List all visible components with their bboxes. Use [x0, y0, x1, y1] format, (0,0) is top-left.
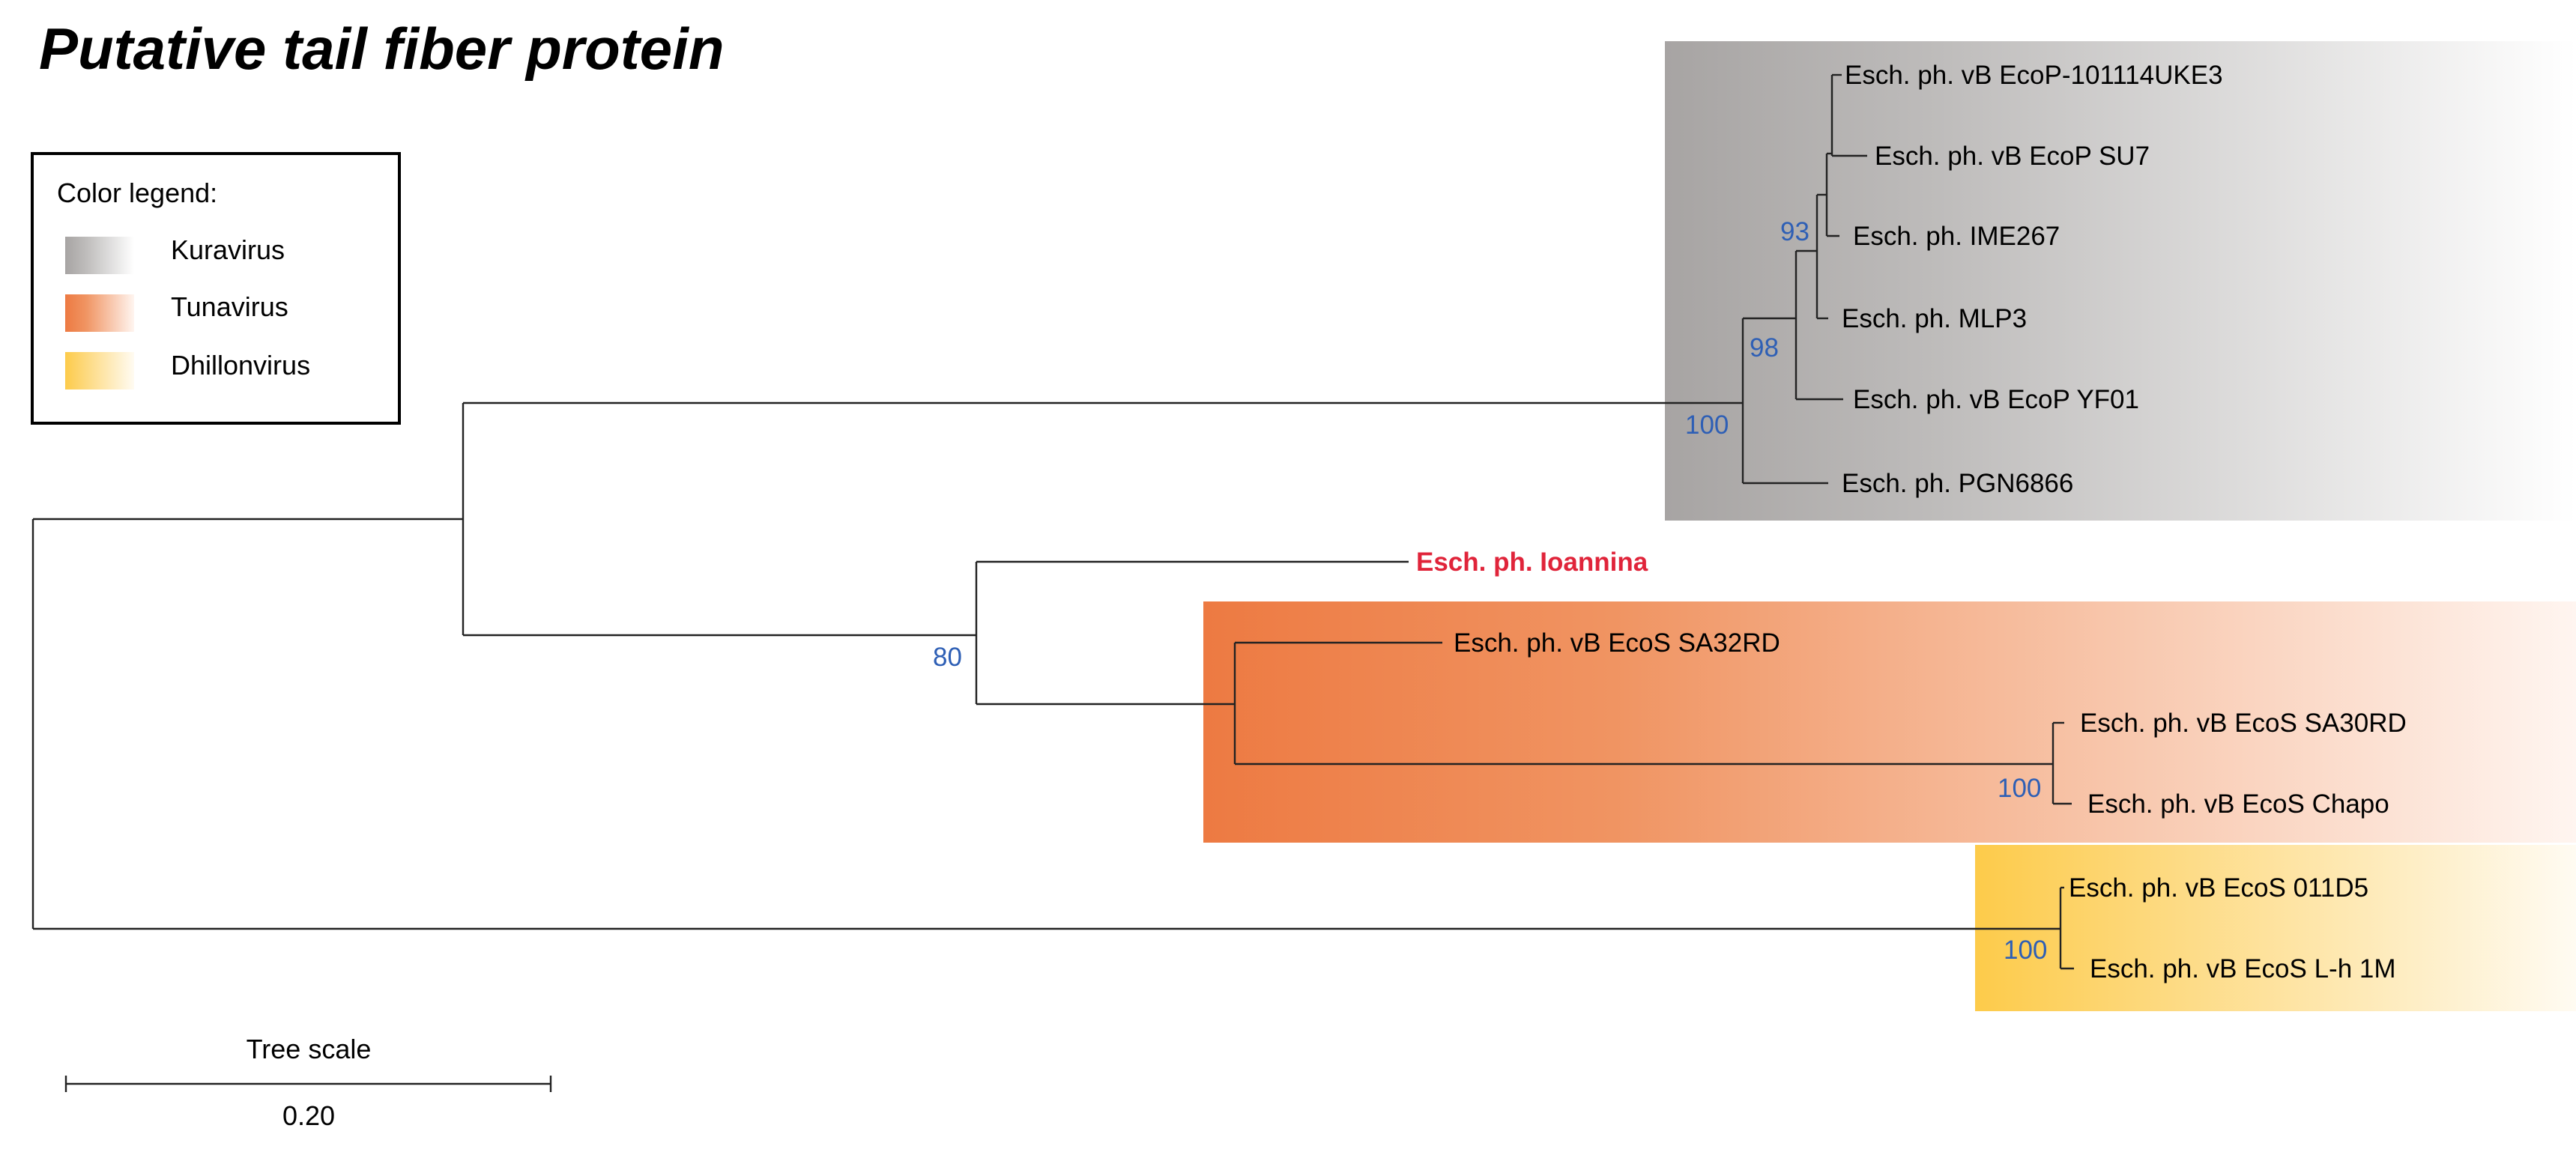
bootstrap-value: 93 — [1780, 217, 1809, 246]
color-legend: Color legend: Kuravirus Tunavirus Dhillo… — [31, 152, 401, 425]
tip-label: Esch. ph. IME267 — [1853, 222, 2060, 251]
legend-swatch-kuravirus — [65, 237, 134, 274]
legend-title: Color legend: — [57, 178, 217, 208]
tip-label: Esch. ph. vB EcoS 011D5 — [2069, 873, 2368, 903]
bootstrap-value: 100 — [1685, 410, 1729, 440]
tip-label: Esch. ph. vB EcoP-101114UKE3 — [1845, 61, 2223, 90]
bootstrap-value: 100 — [1998, 774, 2041, 803]
tip-label: Esch. ph. vB EcoP YF01 — [1853, 385, 2139, 414]
tip-label: Esch. ph. vB EcoS Chapo — [2087, 789, 2389, 819]
tip-labels: Esch. ph. vB EcoP-101114UKE3 Esch. ph. v… — [1416, 61, 2407, 983]
tip-label: Esch. ph. PGN6866 — [1842, 469, 2073, 498]
figure-title: Putative tail fiber protein — [39, 16, 724, 82]
legend-label-dhillonvirus: Dhillonvirus — [171, 350, 310, 381]
legend-swatch-dhillonvirus — [65, 352, 134, 389]
tree-scale-bar: Tree scale 0.20 — [64, 1034, 552, 1131]
bootstrap-values: 93 98 100 80 100 100 — [933, 217, 2047, 965]
legend-label-kuravirus: Kuravirus — [171, 234, 285, 265]
tip-label: Esch. ph. vB EcoS L-h 1M — [2090, 954, 2396, 983]
scale-value: 0.20 — [282, 1100, 335, 1131]
tip-label-highlighted: Esch. ph. Ioannina — [1416, 548, 1648, 577]
bootstrap-value: 98 — [1750, 333, 1779, 363]
kuravirus-clade-range — [1665, 41, 2576, 521]
legend-swatch-tunavirus — [65, 294, 134, 332]
tip-label: Esch. ph. vB EcoP SU7 — [1875, 142, 2150, 171]
tree-branches — [31, 73, 2074, 970]
tip-label: Esch. ph. MLP3 — [1842, 304, 2027, 333]
tunavirus-clade-range — [1203, 601, 2576, 843]
scale-title: Tree scale — [247, 1034, 372, 1064]
dhillonvirus-clade-range — [1975, 845, 2576, 1011]
tip-label: Esch. ph. vB EcoS SA32RD — [1454, 628, 1780, 658]
bootstrap-value: 100 — [2004, 936, 2047, 965]
legend-label-tunavirus: Tunavirus — [171, 291, 288, 322]
bootstrap-value: 80 — [933, 643, 962, 672]
tip-label: Esch. ph. vB EcoS SA30RD — [2080, 709, 2407, 738]
